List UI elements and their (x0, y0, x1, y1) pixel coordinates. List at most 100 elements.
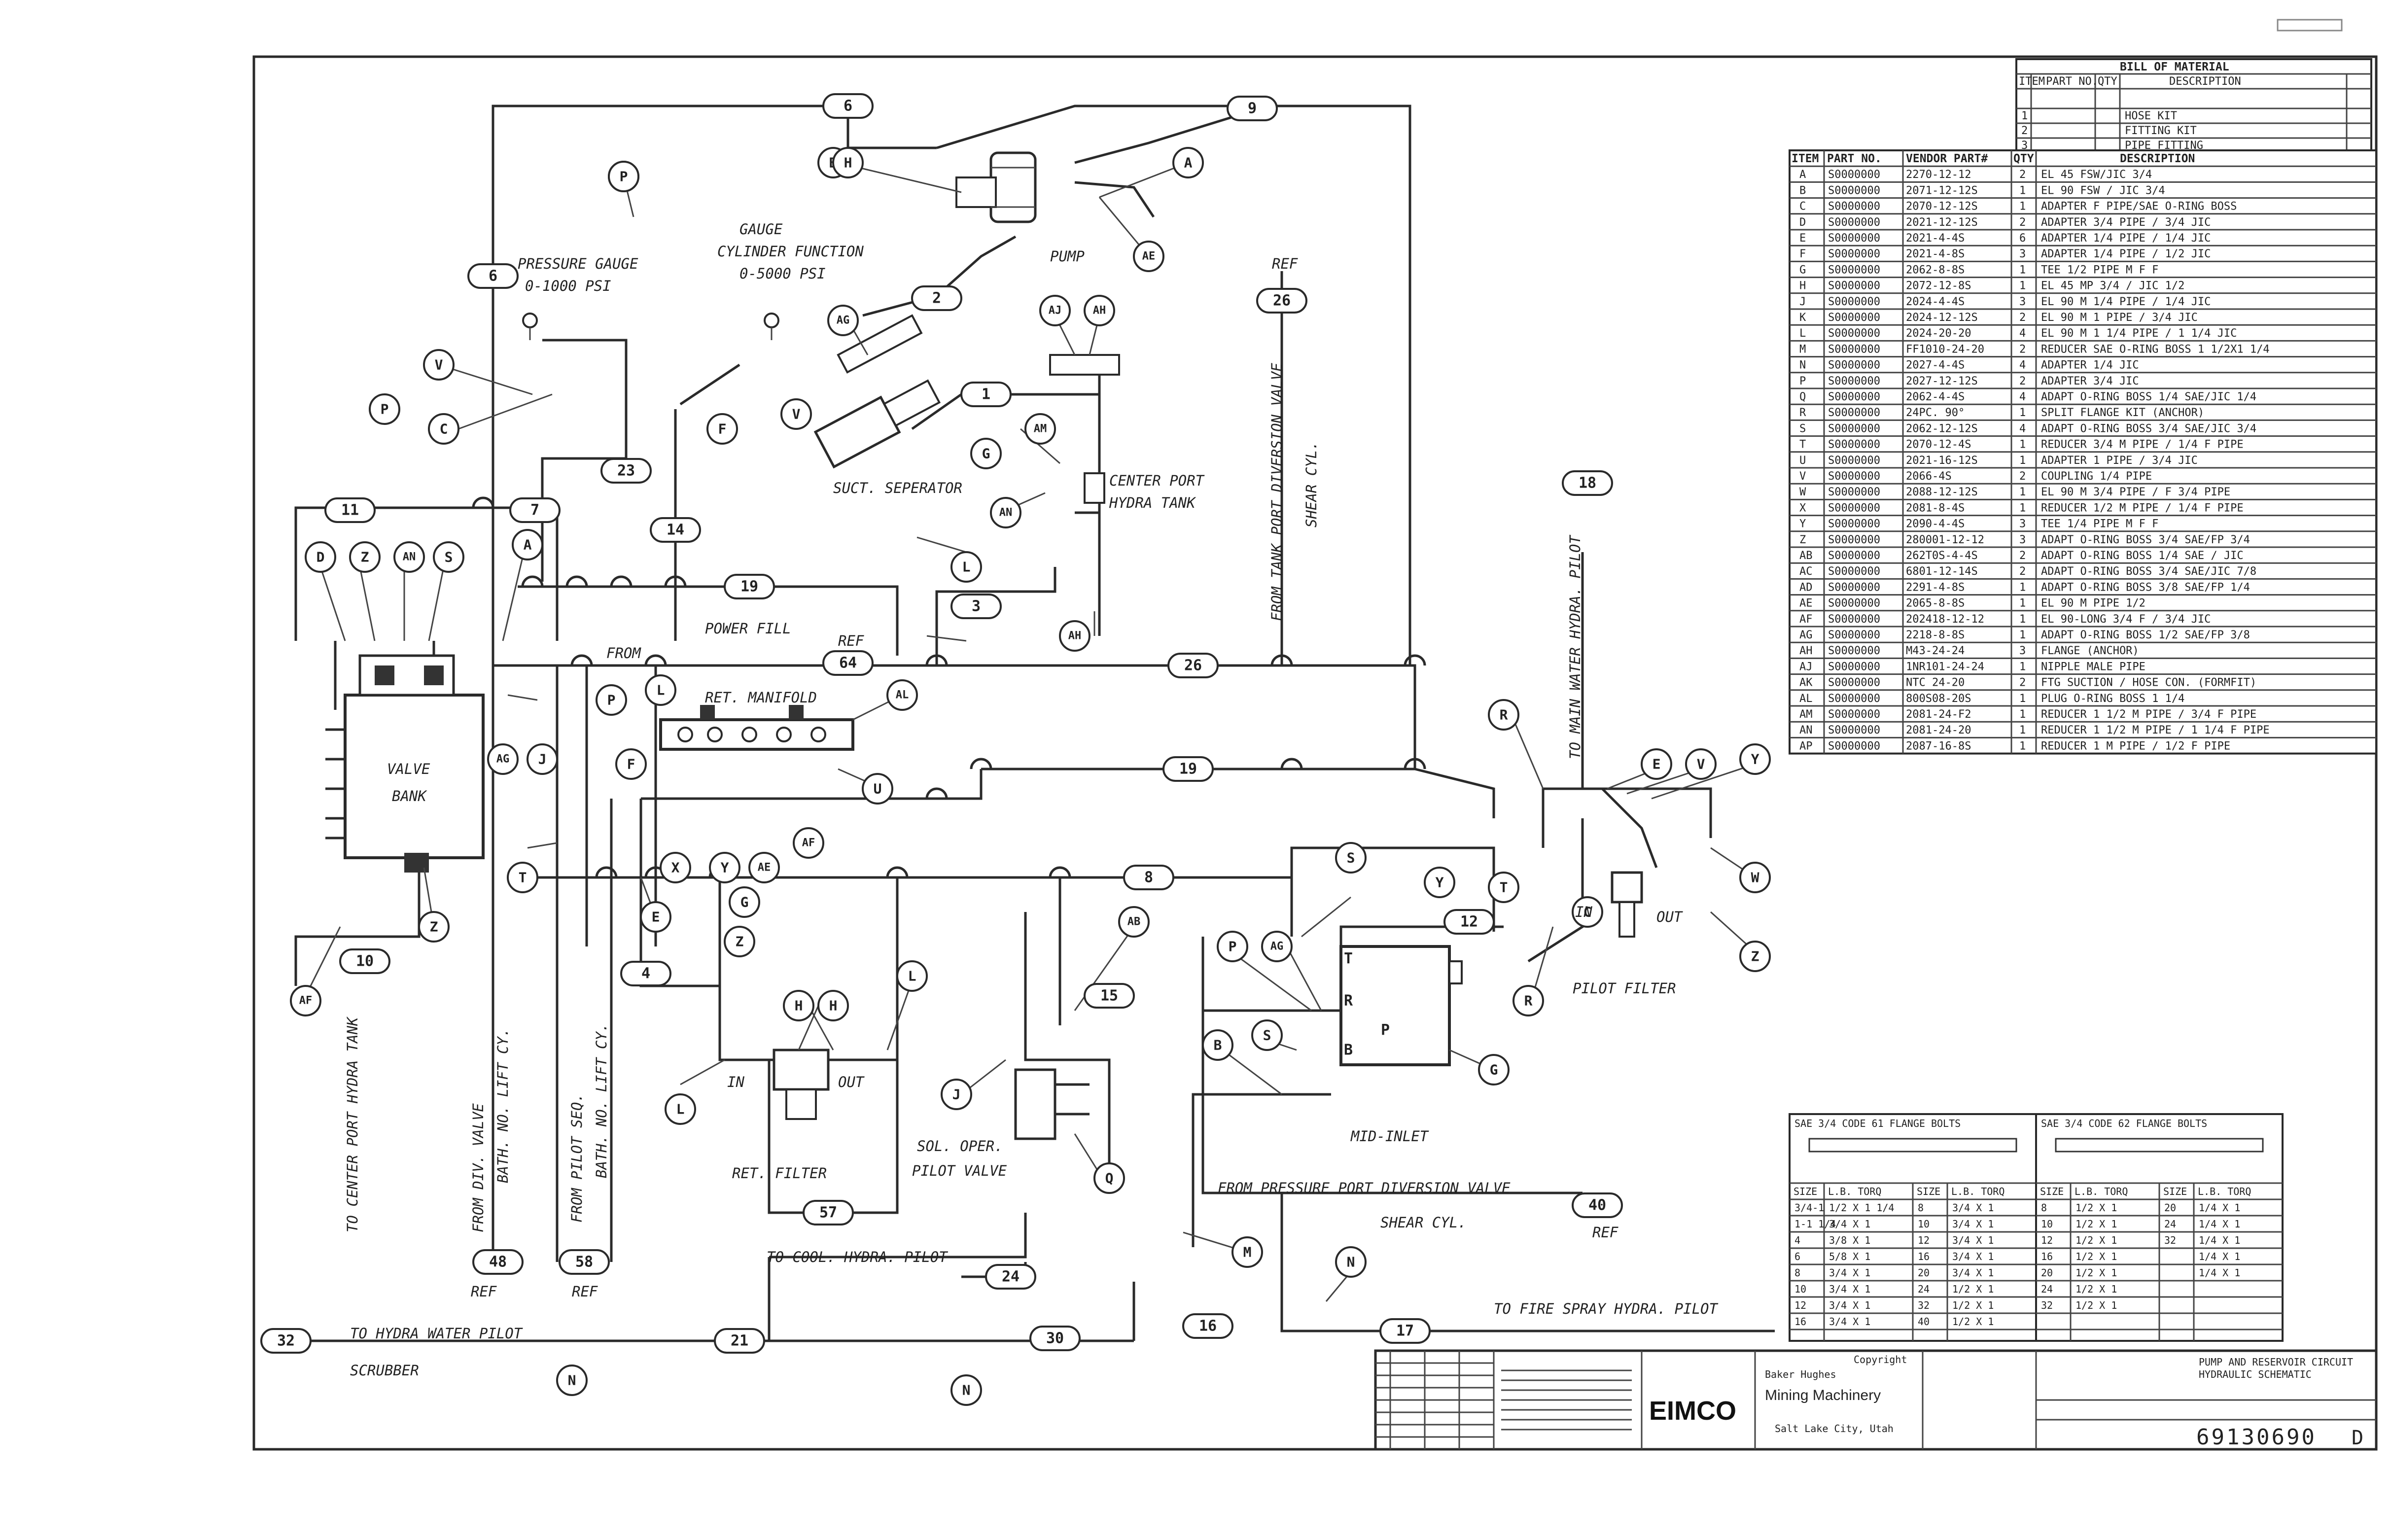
bom-cell: 2090-4-4S (1906, 518, 1965, 530)
bom-cell: 2081-24-20 (1906, 724, 1971, 736)
sol-oper-label: SOL. OPER. (917, 1138, 1003, 1155)
bom-cell: 2027-12-12S (1906, 375, 1978, 387)
bom-cell: AK (1799, 677, 1813, 689)
pilot-filter-out-label: OUT (1656, 909, 1683, 925)
mid-inlet-block: T R P B (1339, 945, 1463, 1066)
flange-cell: 3/4 X 1 (1829, 1218, 1870, 1230)
ref-40-label: REF (1592, 1224, 1618, 1241)
callout-bubble: AE (748, 852, 780, 883)
cylinder-function-label: CYLINDER FUNCTION (717, 243, 864, 260)
bom-cell: 2 (2019, 470, 2026, 483)
bom-cell: 2072-12-8S (1906, 280, 1971, 292)
svg-text:L: L (908, 968, 916, 984)
svg-text:12: 12 (1460, 913, 1478, 931)
power-fill-label: POWER FILL (705, 620, 791, 637)
svg-text:Q: Q (1105, 1170, 1114, 1187)
bom-cell: M (1799, 343, 1806, 355)
flange-table-title: SAE 3/4 CODE 62 FLANGE BOLTS (2041, 1118, 2207, 1129)
svg-text:S: S (445, 549, 453, 565)
bom-cell: ADAPT O-RING BOSS 3/4 SAE/JIC 3/4 (2041, 422, 2256, 435)
flange-cell: 16 (1918, 1251, 1930, 1262)
svg-text:6: 6 (489, 268, 497, 285)
svg-text:N: N (962, 1382, 971, 1399)
line-number-tag: 4 (620, 961, 671, 986)
callout-bubble: AG (827, 305, 859, 336)
from-pressure-port-label: FROM PRESSURE PORT DIVERSION VALVE (1218, 1180, 1511, 1196)
ret-filter-out-label: OUT (838, 1074, 865, 1090)
line-number-tag: 21 (714, 1328, 765, 1354)
svg-text:T: T (519, 870, 527, 886)
callout-bubble: S (1335, 842, 1367, 874)
svg-text:8: 8 (1144, 869, 1153, 886)
bom-cell: 24PC. 90° (1906, 407, 1965, 419)
bom-cell: COUPLING 1/4 PIPE (2041, 470, 2152, 483)
svg-text:H: H (844, 155, 852, 171)
bom-cell: 1 (2019, 407, 2026, 419)
bom-cell: AF (1799, 613, 1813, 626)
bom-cell: 1 (2019, 613, 2026, 626)
copyright: Copyright (1854, 1354, 1907, 1365)
callout-bubble: Z (724, 926, 755, 957)
bom-cell: EL 90 M 3/4 PIPE / F 3/4 PIPE (2041, 486, 2230, 498)
callout-bubble: AH (1059, 620, 1090, 652)
line-number-tag: 40 (1572, 1192, 1623, 1218)
ref-64-label: REF (838, 632, 864, 649)
flange-cell: 1/2 X 1 (2075, 1267, 2117, 1279)
flange-cell: 3/8 X 1 (1829, 1234, 1870, 1246)
bom-cell: 2062-12-12S (1906, 422, 1978, 435)
svg-text:B: B (1214, 1037, 1222, 1053)
bom-cell: 800S08-20S (1906, 693, 1971, 705)
bom-cell: C (1799, 201, 1806, 213)
bom-cell: 2088-12-12S (1906, 486, 1978, 498)
bom-cell: 2291-4-8S (1906, 581, 1965, 594)
svg-text:15: 15 (1100, 987, 1118, 1005)
svg-text:L: L (962, 559, 971, 575)
svg-text:N: N (1347, 1254, 1355, 1270)
flange-cell: 6 (1794, 1251, 1800, 1262)
callout-bubble: E (640, 901, 671, 933)
gauge-label: GAUGE (739, 221, 783, 238)
company-logo: EIMCO (1649, 1396, 1736, 1426)
bom-cell: ADAPTER 1 PIPE / 3/4 JIC (2041, 455, 2198, 467)
bom-cell: FTG SUCTION / HOSE CON. (FORMFIT) (2041, 677, 2256, 689)
bom-cell: EL 90-LONG 3/4 F / 3/4 JIC (2041, 613, 2211, 626)
bank-label: BANK (392, 788, 427, 805)
line-number-tag: 6 (822, 93, 874, 119)
flange-cell: 1/2 X 1 (1952, 1316, 1994, 1328)
suction-hose-fitting (837, 314, 923, 374)
callout-bubble: P (596, 684, 627, 716)
callout-bubble: S (1251, 1019, 1283, 1051)
line-number-tag: 32 (260, 1328, 312, 1354)
from-label: FROM (606, 645, 641, 662)
bom-cell: S0000000 (1828, 439, 1880, 451)
bom-cell: S0000000 (1828, 502, 1880, 514)
callout-bubble: AN (990, 497, 1021, 528)
callout-bubble: P (1217, 931, 1248, 962)
svg-text:AM: AM (1034, 423, 1047, 435)
bom-cell: REDUCER 1 1/2 M PIPE / 3/4 F PIPE (2041, 708, 2256, 721)
bom-cell: 2021-12-12S (1906, 216, 1978, 229)
bom-cell: ADAPTER 3/4 PIPE / 3/4 JIC (2041, 216, 2211, 229)
to-fire-spray-label: TO FIRE SPRAY HYDRA. PILOT (1494, 1300, 1718, 1317)
flange-cell: 20 (2164, 1202, 2176, 1214)
bom-cell: REDUCER 1/2 M PIPE / 1/4 F PIPE (2041, 502, 2244, 514)
svg-text:Y: Y (721, 860, 729, 876)
bom-cell: AC (1799, 565, 1813, 578)
callout-bubble: W (1739, 862, 1771, 893)
pilot-valve-label: PILOT VALVE (912, 1162, 1007, 1179)
flange-cell: 12 (2041, 1234, 2053, 1246)
port-t-label: T (1344, 950, 1353, 968)
flange-header: L.B. TORQ (1951, 1186, 2005, 1197)
svg-text:Z: Z (1751, 948, 1759, 965)
bom-cell: 2027-4-4S (1906, 359, 1965, 372)
svg-text:14: 14 (667, 522, 684, 539)
bom-cell: ADAPTER 3/4 JIC (2041, 375, 2139, 387)
bom-cell: AB (1799, 550, 1813, 562)
flange-diagram (2055, 1138, 2264, 1153)
flange-cell: 1/2 X 1 (2075, 1218, 2117, 1230)
center-port-label: CENTER PORT (1109, 472, 1205, 489)
bom-cell: L (1799, 327, 1806, 340)
line-number-tag: 3 (950, 594, 1002, 619)
flange-cell: 1/2 X 1 (2075, 1251, 2117, 1262)
bom-cell: A (1799, 169, 1806, 181)
